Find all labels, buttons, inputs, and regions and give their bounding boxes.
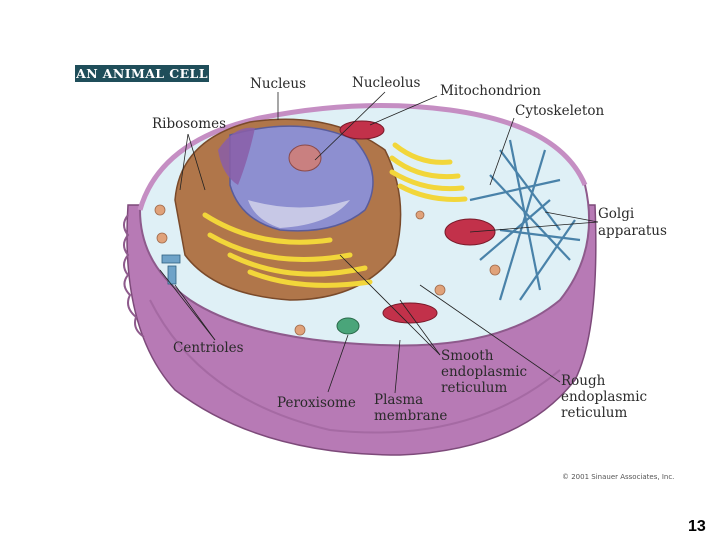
centrioles <box>161 254 181 285</box>
page-number: 13 <box>688 518 706 535</box>
cell-body-shadow <box>149 299 561 434</box>
label-plasma-line2: membrane <box>374 408 448 424</box>
plasma-membrane-rim <box>137 103 588 211</box>
cytoskeleton-fibers <box>469 139 581 301</box>
label-nucleolus: Nucleolus <box>352 75 421 91</box>
label-smooth-er-line1: Smooth <box>441 348 494 364</box>
chromatin <box>218 127 255 185</box>
label-golgi-line2: apparatus <box>598 223 667 239</box>
golgi-stacks-left <box>202 212 373 288</box>
label-nucleus: Nucleus <box>250 76 306 92</box>
golgi-apparatus <box>389 142 468 202</box>
label-golgi-line1: Golgi <box>598 206 635 222</box>
peroxisome <box>336 317 360 335</box>
label-smooth-er-line3: reticulum <box>441 380 508 396</box>
leader-lines <box>159 91 599 394</box>
vesicles <box>154 204 501 336</box>
slide-title: AN ANIMAL CELL <box>75 65 209 82</box>
cell-surface-bumps <box>123 214 145 338</box>
label-rough-er-line1: Rough <box>561 373 606 389</box>
label-rough-er-line3: reticulum <box>561 405 628 421</box>
label-rough-er-line2: endoplasmic <box>561 389 648 405</box>
nucleolus <box>288 144 322 172</box>
label-cytoskeleton: Cytoskeleton <box>515 103 605 119</box>
label-peroxisome: Peroxisome <box>277 395 356 411</box>
nucleus-interior <box>248 200 350 228</box>
label-ribosomes: Ribosomes <box>152 116 227 132</box>
label-centrioles: Centrioles <box>173 340 244 356</box>
label-mitochondrion: Mitochondrion <box>440 83 542 99</box>
copyright-notice: © 2001 Sinauer Associates, Inc. <box>562 473 675 481</box>
label-plasma-line1: Plasma <box>374 392 424 408</box>
label-smooth-er-line2: endoplasmic <box>441 364 528 380</box>
